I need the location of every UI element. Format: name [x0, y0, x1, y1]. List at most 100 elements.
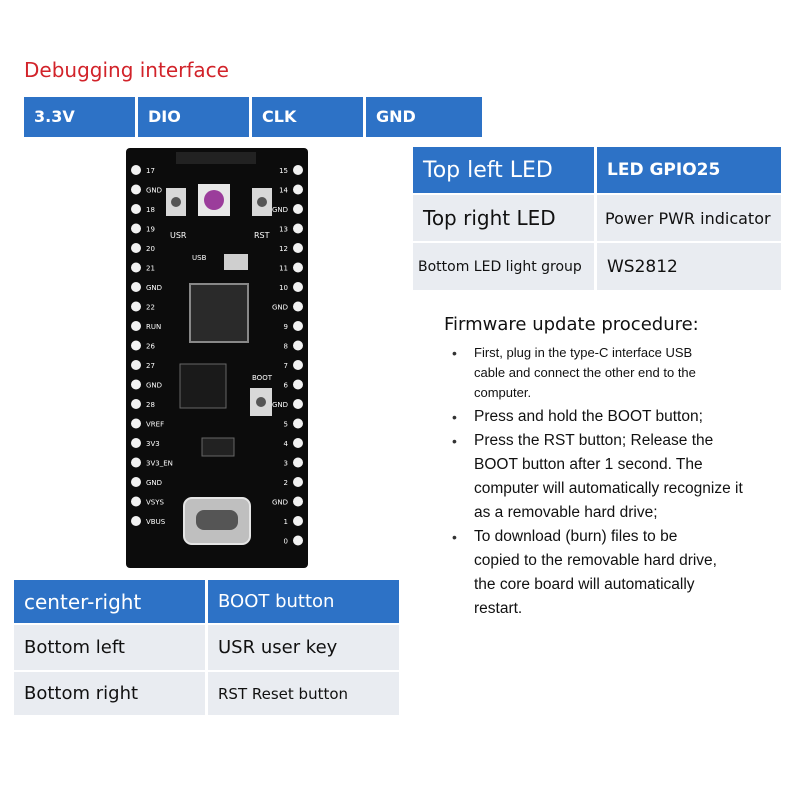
usb-label: USB: [192, 254, 207, 262]
pin-pad: [131, 379, 141, 390]
debug-pin-3v3: 3.3V: [24, 97, 138, 137]
pin-pad: [131, 223, 141, 234]
regulator-icon: [201, 437, 235, 457]
pin-label: GND: [272, 499, 288, 507]
button-table-row: Bottom left USR user key: [14, 625, 399, 670]
pin-pad: [131, 516, 141, 526]
pin-label: RUN: [146, 323, 161, 331]
pin-label: VBUS: [146, 518, 166, 526]
debug-pin-clk: CLK: [252, 97, 366, 137]
pin-label: 6: [284, 382, 289, 390]
rst-label: RST: [254, 231, 270, 240]
pin-pad: [131, 204, 141, 214]
pin-label: 22: [146, 304, 155, 312]
pin-pad: [293, 165, 303, 175]
firmware-step: First, plug in the type-C interface USB …: [444, 343, 784, 403]
button-position-cell: Bottom left: [14, 625, 208, 670]
pin-pad: [131, 282, 141, 292]
pin-pad: [293, 477, 303, 487]
pin-label: 5: [284, 421, 288, 429]
left-pin-column: 17GND18192021GND22RUN2627GND28VREF3V33V3…: [131, 165, 173, 526]
pin-pad: [131, 321, 141, 331]
crystal-icon: [224, 254, 248, 270]
top-connector: [176, 152, 256, 164]
button-position-cell: Bottom right: [14, 672, 208, 715]
pin-pad: [131, 184, 141, 195]
pin-pad: [293, 340, 303, 351]
button-table: center-right BOOT button Bottom left USR…: [14, 580, 399, 715]
pin-label: GND: [146, 284, 162, 292]
pin-label: 19: [146, 226, 155, 234]
top-left-switch-icon: [166, 188, 186, 216]
pin-pad: [131, 360, 141, 370]
pin-label: 21: [146, 265, 155, 273]
pin-pad: [131, 457, 141, 468]
pin-label: 18: [146, 206, 155, 214]
top-right-switch-icon: [252, 188, 272, 216]
pin-pad: [293, 360, 303, 370]
pin-label: GND: [272, 304, 288, 312]
pin-pad: [293, 301, 303, 312]
pin-pad: [131, 262, 141, 273]
button-table-row: center-right BOOT button: [14, 580, 399, 623]
debugging-interface-title: Debugging interface: [24, 58, 229, 82]
pin-label: 15: [279, 167, 288, 175]
pin-label: GND: [146, 187, 162, 195]
pcb-body: [126, 148, 308, 568]
pin-label: GND: [146, 479, 162, 487]
pin-label: 10: [279, 284, 288, 292]
led-value-cell: LED GPIO25: [597, 147, 781, 193]
pin-label: GND: [272, 206, 288, 214]
led-table-row: Bottom LED light group WS2812: [413, 243, 781, 290]
pin-pad: [293, 457, 303, 468]
pin-label: 3V3: [146, 440, 160, 448]
mcu-chip-icon: [189, 283, 249, 343]
led-table: Top left LED LED GPIO25 Top right LED Po…: [413, 147, 781, 290]
pin-label: 8: [284, 343, 288, 351]
flash-chip-icon: [179, 363, 227, 409]
pin-label: GND: [146, 382, 162, 390]
pin-label: 3: [284, 460, 288, 468]
pin-pad: [293, 262, 303, 273]
pin-pad: [293, 535, 303, 546]
pin-label: 14: [279, 187, 288, 195]
pin-label: 20: [146, 245, 155, 253]
debug-pin-header-row: 3.3V DIO CLK GND: [24, 97, 482, 137]
pin-pad: [293, 399, 303, 409]
button-function-cell: USR user key: [208, 625, 399, 670]
led-table-row: Top right LED Power PWR indicator: [413, 195, 781, 241]
button-function-cell: RST Reset button: [208, 672, 399, 715]
firmware-step: Press the RST button; Release the BOOT b…: [444, 429, 784, 525]
ws2812-led-icon: [198, 184, 230, 216]
pin-pad: [293, 438, 303, 448]
pin-pad: [293, 204, 303, 214]
pin-pad: [293, 379, 303, 390]
firmware-update-section: Firmware update procedure: First, plug i…: [444, 314, 784, 621]
firmware-step: Press and hold the BOOT button;: [444, 405, 784, 429]
led-value-cell: WS2812: [597, 243, 781, 290]
button-function-cell: BOOT button: [208, 580, 399, 623]
pin-pad: [131, 477, 141, 487]
pin-label: 26: [146, 343, 155, 351]
pin-label: 12: [279, 245, 288, 253]
boot-switch-icon: [250, 388, 272, 416]
pin-pad: [293, 496, 303, 507]
pin-label: VREF: [146, 421, 164, 429]
button-position-cell: center-right: [14, 580, 208, 623]
button-table-row: Bottom right RST Reset button: [14, 672, 399, 715]
pin-pad: [131, 399, 141, 409]
pin-label: 11: [279, 265, 288, 273]
pin-label: 3V3_EN: [146, 460, 173, 468]
pin-label: 28: [146, 401, 155, 409]
boot-label: BOOT: [252, 374, 273, 382]
pin-label: 0: [284, 538, 288, 546]
firmware-steps-list: First, plug in the type-C interface USB …: [444, 343, 784, 621]
pin-label: VSYS: [146, 499, 165, 507]
debug-pin-dio: DIO: [138, 97, 252, 137]
pin-pad: [293, 243, 303, 253]
pin-label: GND: [272, 401, 288, 409]
pin-label: 1: [284, 518, 288, 526]
pin-pad: [131, 438, 141, 448]
pin-pad: [293, 321, 303, 331]
